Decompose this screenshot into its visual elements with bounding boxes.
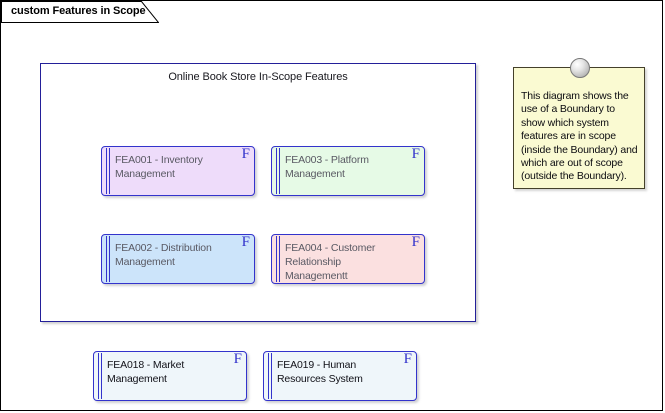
feature-fea019-human-resources-system[interactable]: FEA019 - Human Resources System F [263,351,417,401]
feature-fea003-platform-management[interactable]: FEA003 - Platform Management F [271,146,425,196]
feature-stereotype-bar [109,236,110,282]
feature-f-icon: F [241,146,250,162]
feature-label: FEA003 - Platform Management [285,154,369,180]
feature-f-icon: F [403,351,412,367]
feature-f-icon: F [241,234,250,250]
feature-label: FEA001 - Inventory Management [115,154,203,180]
feature-label: FEA002 - Distribution Management [115,242,212,268]
feature-fea018-market-management[interactable]: FEA018 - Market Management F [93,351,247,401]
feature-stereotype-bar [109,148,110,194]
feature-f-icon: F [411,234,420,250]
feature-stereotype-bar [106,236,107,282]
feature-stereotype-bar [279,148,280,194]
diagram-note-text: This diagram shows the use of a Boundary… [521,90,638,183]
feature-label: FEA004 - Customer Relationship Managemen… [285,242,376,282]
feature-fea001-inventory-management[interactable]: FEA001 - Inventory Management F [101,146,255,196]
feature-label: FEA019 - Human Resources System [277,359,363,385]
feature-stereotype-bar [276,148,277,194]
diagram-tab-label: custom Features in Scope [11,5,146,17]
diagram-canvas[interactable]: Online Book Store In-Scope Features FEA0… [1,23,662,410]
feature-f-icon: F [233,351,242,367]
feature-stereotype-bar [271,353,272,399]
feature-stereotype-bar [268,353,269,399]
diagram-tab-shape [1,1,159,23]
feature-fea004-customer-relationship-management[interactable]: FEA004 - Customer Relationship Managemen… [271,234,425,284]
feature-label: FEA018 - Market Management [107,359,185,385]
diagram-note[interactable]: This diagram shows the use of a Boundary… [513,58,645,189]
feature-stereotype-bar [279,236,280,282]
feature-stereotype-bar [101,353,102,399]
feature-stereotype-bar [106,148,107,194]
feature-stereotype-bar [98,353,99,399]
diagram-tab[interactable]: custom Features in Scope [1,1,159,23]
pin-circle-icon [570,58,590,78]
boundary-title: Online Book Store In-Scope Features [168,71,348,83]
feature-fea002-distribution-management[interactable]: FEA002 - Distribution Management F [101,234,255,284]
boundary-online-book-store-in-scope-features[interactable]: Online Book Store In-Scope Features FEA0… [40,63,476,322]
feature-stereotype-bar [276,236,277,282]
feature-f-icon: F [411,146,420,162]
